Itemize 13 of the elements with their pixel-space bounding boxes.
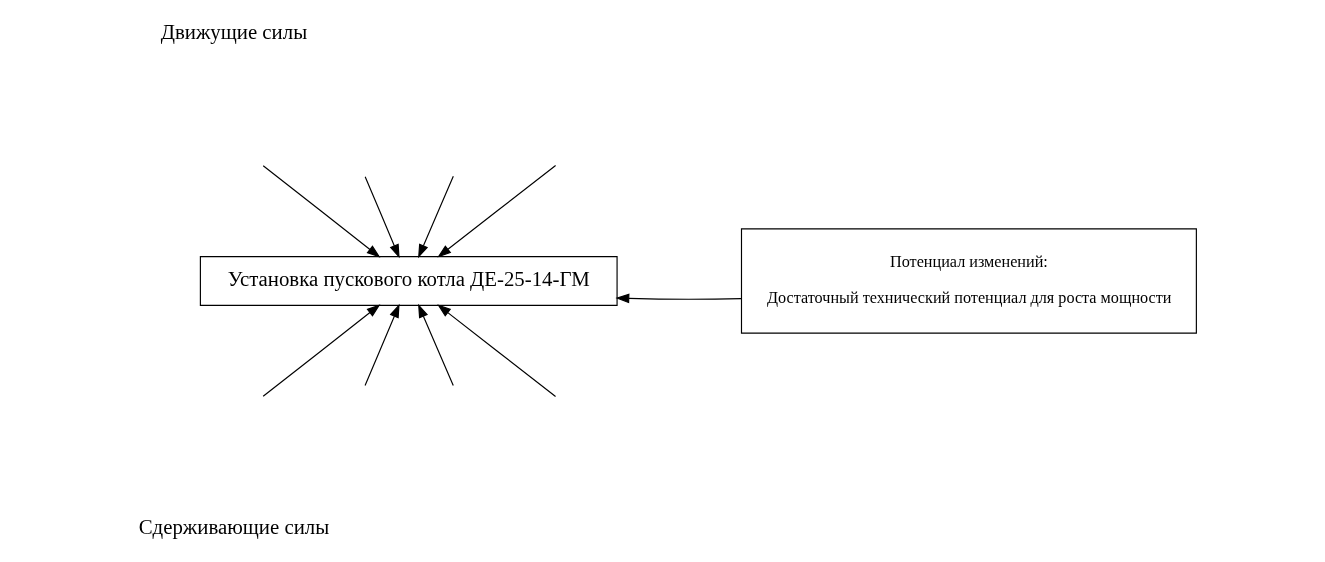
label: Сдерживающие силы: [138, 514, 330, 539]
node-box: Установка пускового котла ДЕ-25-14-ГМ: [199, 256, 618, 306]
arrow: [262, 165, 381, 258]
node-box: Потенциал изменений: Достаточный технический потенциал для роста мощности: [740, 228, 1197, 334]
label: Движущие силы: [160, 19, 308, 44]
arrow: [437, 164, 557, 258]
arrow: [418, 303, 454, 387]
arrow: [615, 293, 742, 304]
arrow: [418, 175, 454, 259]
arrow: [262, 304, 381, 397]
arrow: [437, 304, 557, 398]
arrow: [364, 176, 400, 259]
arrow: [364, 303, 400, 387]
